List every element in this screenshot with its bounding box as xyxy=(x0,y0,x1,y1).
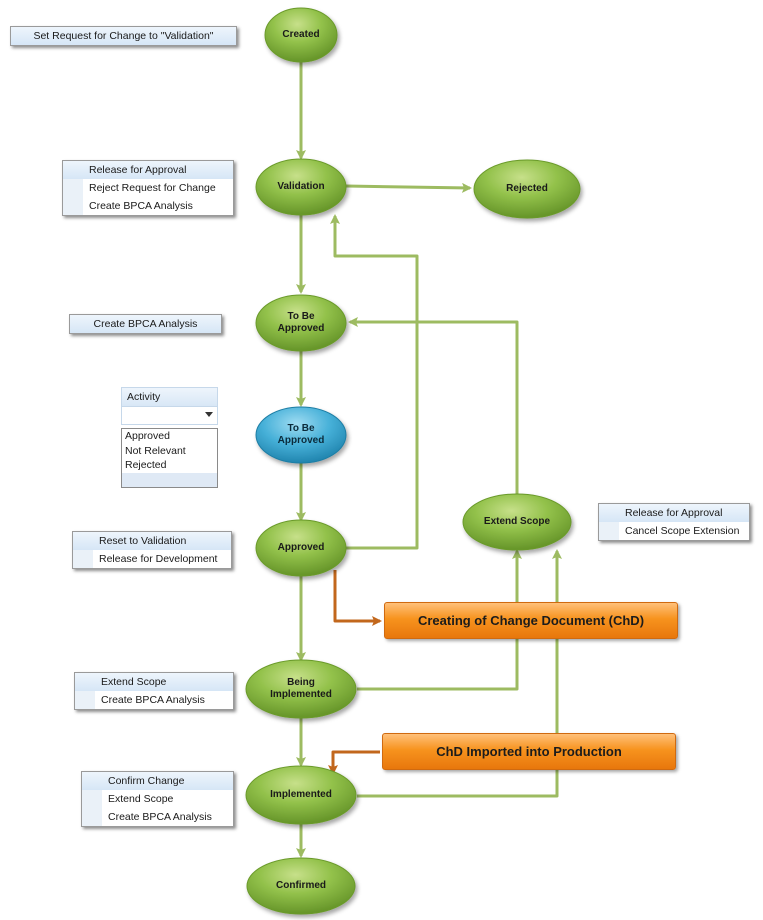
node-to-be-approved-1 xyxy=(255,294,347,352)
menu-item-label: Extend Scope xyxy=(101,676,167,688)
menu-item-label: Create BPCA Analysis xyxy=(89,200,193,212)
callout-creating-chd: Creating of Change Document (ChD) xyxy=(384,602,678,639)
node-extend-scope-label: Extend Scope xyxy=(483,516,551,527)
edge-approved-creatingchd xyxy=(333,570,382,626)
edge-approved-validation xyxy=(330,214,419,550)
activity-dropdown: Activity Approved Not Relevant Rejected xyxy=(121,387,218,488)
node-validation xyxy=(255,158,347,216)
menu-item-label: Create BPCA Analysis xyxy=(93,318,198,330)
activity-option[interactable]: Approved xyxy=(125,430,170,442)
menu-item[interactable]: Set Request for Change to "Validation" xyxy=(11,27,236,45)
menu-item-label: Reset to Validation xyxy=(99,535,187,547)
edge-beingimpl-extendscope xyxy=(357,549,522,691)
menu-item-label: Reject Request for Change xyxy=(89,182,216,194)
activity-select[interactable] xyxy=(121,407,218,425)
menu-item-label: Create BPCA Analysis xyxy=(108,811,212,823)
edge-validation-rejected xyxy=(345,182,472,193)
menu-item[interactable]: Create BPCA Analysis xyxy=(75,691,233,709)
created-menu: Set Request for Change to "Validation" xyxy=(10,26,237,46)
menu-item-label: Release for Development xyxy=(99,553,218,565)
menu-item[interactable]: Extend Scope xyxy=(75,673,233,691)
node-extend-scope xyxy=(462,493,572,551)
validation-menu: Release for Approval Reject Request for … xyxy=(62,160,234,216)
node-being-implemented-label: Being Implemented xyxy=(270,677,332,700)
menu-item[interactable]: Cancel Scope Extension xyxy=(599,522,749,540)
approved-menu: Reset to Validation Release for Developm… xyxy=(72,531,232,569)
menu-item-label: Extend Scope xyxy=(108,793,174,805)
node-rejected xyxy=(473,159,581,219)
menu-item-label: Cancel Scope Extension xyxy=(625,525,740,537)
node-approved xyxy=(255,519,347,577)
node-confirmed-label: Confirmed xyxy=(276,880,326,891)
node-to-be-approved-2-label: To Be Approved xyxy=(277,423,325,446)
node-created xyxy=(264,7,338,63)
node-being-implemented xyxy=(245,659,357,719)
menu-item-label: Release for Approval xyxy=(625,507,723,519)
menu-item[interactable]: Release for Approval xyxy=(63,161,233,179)
node-confirmed xyxy=(246,857,356,915)
menu-item[interactable]: Reject Request for Change xyxy=(63,179,233,197)
node-to-be-approved-1-label: To Be Approved xyxy=(277,311,325,334)
node-approved-label: Approved xyxy=(277,542,325,553)
activity-options: Approved Not Relevant Rejected xyxy=(121,428,218,488)
menu-item[interactable]: Create BPCA Analysis xyxy=(70,315,221,333)
being-implemented-menu: Extend Scope Create BPCA Analysis xyxy=(74,672,234,710)
callout-chd-imported: ChD Imported into Production xyxy=(382,733,676,770)
menu-item[interactable]: Release for Development xyxy=(73,550,231,568)
menu-item-label: Confirm Change xyxy=(108,775,185,787)
to-be-approved-menu: Create BPCA Analysis xyxy=(69,314,222,334)
activity-option[interactable]: Rejected xyxy=(125,459,167,471)
menu-item-label: Release for Approval xyxy=(89,164,187,176)
extend-scope-menu: Release for Approval Cancel Scope Extens… xyxy=(598,503,750,541)
menu-item[interactable]: Create BPCA Analysis xyxy=(63,197,233,215)
menu-item[interactable]: Release for Approval xyxy=(599,504,749,522)
node-implemented-label: Implemented xyxy=(270,789,332,800)
edge-chdimported-implemented xyxy=(328,750,380,775)
node-rejected-label: Rejected xyxy=(506,183,548,194)
menu-item-label: Create BPCA Analysis xyxy=(101,694,205,706)
implemented-menu: Confirm Change Extend Scope Create BPCA … xyxy=(81,771,234,827)
menu-item[interactable]: Reset to Validation xyxy=(73,532,231,550)
node-created-label: Created xyxy=(282,29,320,40)
node-to-be-approved-2 xyxy=(255,406,347,464)
activity-option[interactable]: Not Relevant xyxy=(125,444,186,457)
node-implemented xyxy=(245,765,357,825)
menu-item-label: Set Request for Change to "Validation" xyxy=(33,30,214,42)
menu-item[interactable]: Confirm Change xyxy=(82,772,233,790)
menu-item[interactable]: Extend Scope xyxy=(82,790,233,808)
menu-item[interactable]: Create BPCA Analysis xyxy=(82,808,233,826)
activity-header: Activity xyxy=(121,387,218,407)
edge-extendscope-tobeapproved xyxy=(348,317,519,494)
node-validation-label: Validation xyxy=(277,181,325,192)
chevron-down-icon xyxy=(205,412,213,417)
